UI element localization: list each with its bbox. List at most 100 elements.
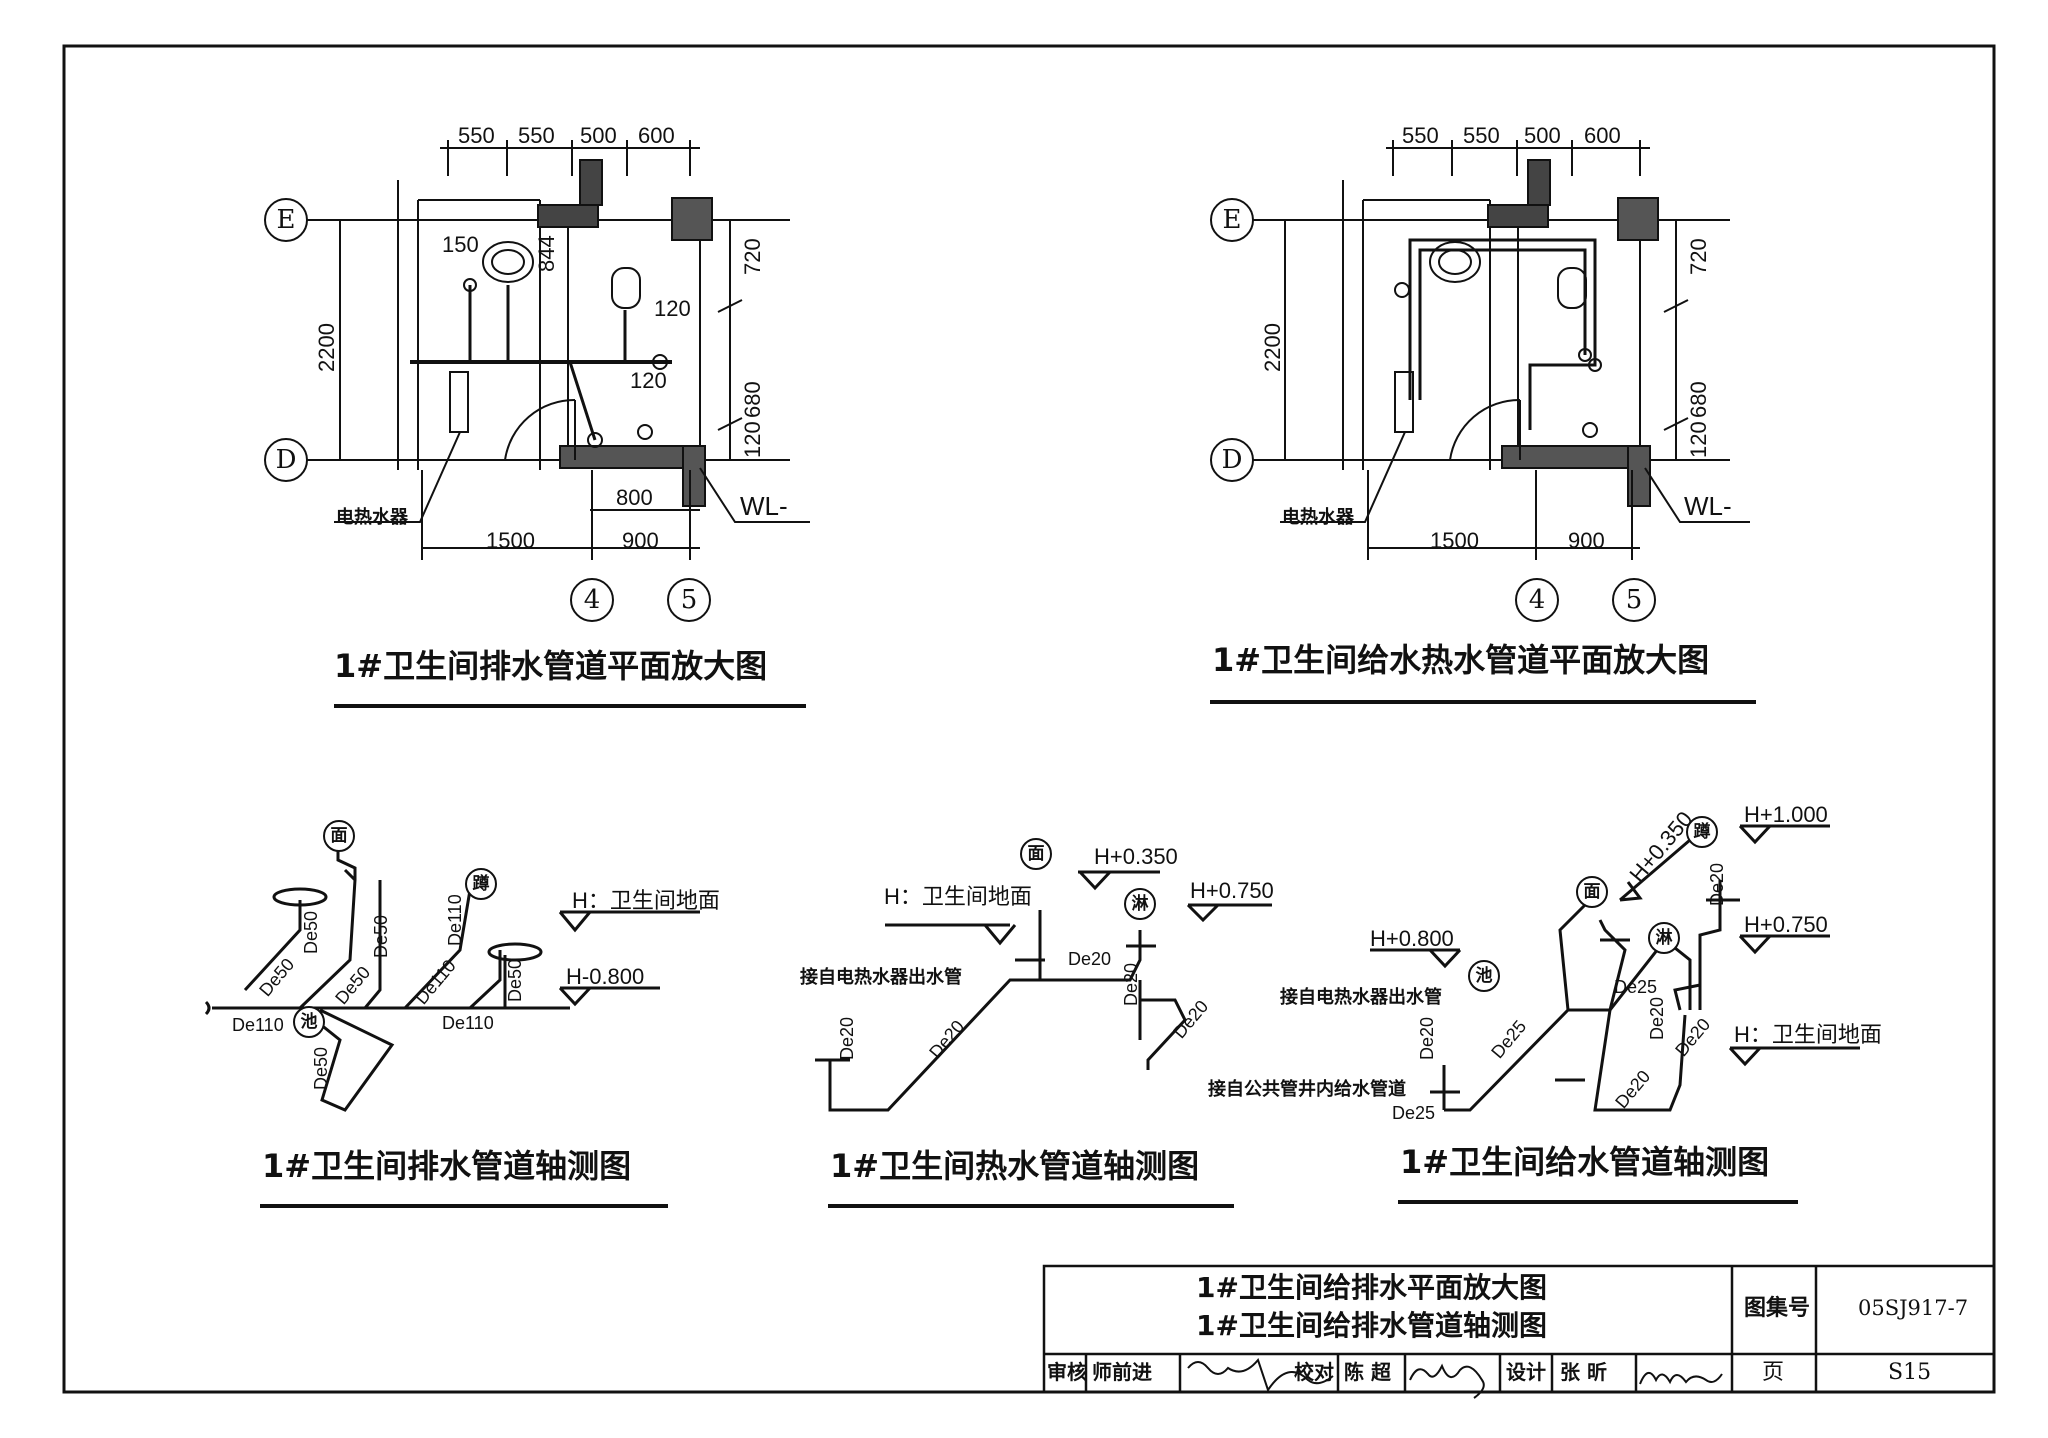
plan-supply-linework (1252, 140, 1750, 560)
iso-supply-source-shaft: 接自公共管井内给水管道 (1208, 1079, 1406, 1099)
plan-drainage-dim-120a: 120 (654, 296, 691, 321)
iso-drainage-pipe-de110-d: De110 (442, 1013, 494, 1033)
title-block-page-number: S15 (1888, 1360, 1932, 1385)
plan-supply-dim-900: 900 (1568, 528, 1605, 553)
sheet-border (62, 44, 1996, 1394)
plan-supply-dim-120: 120 (1686, 421, 1711, 458)
designer-signature (1639, 1372, 1723, 1385)
iso-drainage-pipe-de110-a: De110 (232, 1015, 284, 1035)
iso-hot-level-750: H+0.750 (1190, 878, 1274, 903)
plan-drainage-dim-844: 844 (534, 235, 559, 272)
iso-drainage-title: 1#卫生间排水管道轴测图 (262, 1147, 632, 1185)
title-block-design-label: 设计 (1506, 1360, 1546, 1384)
plan-supply-dim-680: 680 (1686, 381, 1711, 418)
iso-supply-level-800: H+0.800 (1370, 926, 1454, 951)
plan-drainage-heater-label: 电热水器 (336, 507, 408, 527)
iso-supply-level-1000: H+1.000 (1744, 802, 1828, 827)
iso-hot-fixture-basin: 面 (1020, 838, 1052, 870)
iso-drainage-level-minus: H-0.800 (566, 964, 645, 989)
iso-supply-fixture-squat: 蹲 (1686, 816, 1718, 848)
iso-supply-fixture-sink: 池 (1468, 960, 1500, 992)
plan-drainage-grid-d: D (264, 438, 308, 482)
reviewer-signature (1187, 1357, 1334, 1393)
plan-drainage-dim-1500: 1500 (486, 528, 535, 553)
iso-hot-level-floor: H：卫生间地面 (884, 884, 1032, 909)
plan-drainage-grid-5: 5 (667, 578, 711, 622)
title-block-line1: 1#卫生间给排水平面放大图 (1196, 1271, 1547, 1304)
iso-supply-pipe-de25-b: De25 (1614, 977, 1658, 997)
plan-drainage-dim-800: 800 (616, 485, 653, 510)
title-block-review-label: 审核 (1047, 1360, 1087, 1384)
iso-drainage-pipe-de50-f: De50 (311, 1046, 331, 1090)
plan-drainage-grid-e: E (264, 198, 308, 242)
plan-drainage-dim-680: 680 (740, 381, 765, 418)
title-block-check-label: 校对 (1294, 1360, 1334, 1384)
iso-drainage-pipe-de50-b: De50 (301, 910, 321, 954)
plan-supply-grid-d: D (1210, 438, 1254, 482)
plan-drainage-dim-top-2: 550 (518, 123, 555, 148)
iso-drainage-pipe-de50-d: De50 (371, 914, 391, 958)
iso-supply-pipe-de20-b: De20 (1647, 996, 1667, 1040)
title-block-atlas-label: 图集号 (1744, 1296, 1811, 1321)
iso-hot-fixture-shower: 淋 (1124, 888, 1156, 920)
plan-drainage-dim-900: 900 (622, 528, 659, 553)
plan-drainage-dim-150: 150 (442, 232, 479, 257)
title-block-designer: 张 昕 (1560, 1360, 1607, 1384)
iso-supply-level-750: H+0.750 (1744, 912, 1828, 937)
iso-hot-pipe-d: De20 (1121, 962, 1141, 1006)
iso-supply-title: 1#卫生间给水管道轴测图 (1400, 1143, 1770, 1181)
plan-supply-dim-2200: 2200 (1260, 323, 1285, 372)
iso-hot-pipe-a: De20 (837, 1016, 857, 1060)
plan-supply-dim-1500: 1500 (1430, 528, 1479, 553)
iso-drainage-fixture-squat: 蹲 (465, 868, 497, 900)
iso-supply-linework (1370, 824, 1860, 1112)
iso-drainage-linework (204, 840, 700, 1112)
iso-drainage-level-floor: H：卫生间地面 (572, 888, 720, 913)
plan-supply-stack-label: WL- (1684, 491, 1732, 521)
iso-supply-level-floor: H：卫生间地面 (1734, 1022, 1882, 1047)
plan-drainage-dim-720: 720 (740, 238, 765, 275)
title-block-line2: 1#卫生间给排水管道轴测图 (1196, 1309, 1547, 1342)
plan-supply-dim-top-1: 550 (1402, 123, 1439, 148)
plan-supply-dim-top-4: 600 (1584, 123, 1621, 148)
iso-supply-pipe-de20-e: De20 (1707, 862, 1727, 906)
iso-hot-source-label: 接自电热水器出水管 (800, 967, 962, 987)
title-block-frame (1042, 1264, 1996, 1394)
iso-supply-pipe-de20-a: De20 (1417, 1016, 1437, 1060)
plan-drainage-dim-top-4: 600 (638, 123, 675, 148)
iso-hot-title: 1#卫生间热水管道轴测图 (830, 1147, 1200, 1185)
title-block-atlas-number: 05SJ917-7 (1858, 1296, 1969, 1320)
title-block-reviewer: 师前进 (1092, 1360, 1152, 1384)
plan-supply-heater-label: 电热水器 (1282, 507, 1354, 527)
title-block-checker: 陈 超 (1344, 1360, 1391, 1384)
plan-drainage-dim-2200: 2200 (314, 323, 339, 372)
iso-supply-fixture-shower: 淋 (1648, 922, 1680, 954)
iso-supply-pipe-de25-c: De25 (1392, 1103, 1436, 1123)
plan-drainage-dim-top-1: 550 (458, 123, 495, 148)
checker-signature (1409, 1363, 1485, 1399)
iso-hot-pipe-c: De20 (1068, 949, 1112, 969)
plan-supply-dim-top-3: 500 (1524, 123, 1561, 148)
iso-supply-source-heater: 接自电热水器出水管 (1280, 987, 1442, 1007)
iso-supply-fixture-basin: 面 (1576, 876, 1608, 908)
plan-supply-dim-720: 720 (1686, 238, 1711, 275)
iso-hot-level-350: H+0.350 (1094, 844, 1178, 869)
title-block-page-label: 页 (1762, 1360, 1785, 1385)
plan-drainage-title: 1#卫生间排水管道平面放大图 (334, 647, 768, 685)
plan-supply-grid-e: E (1210, 198, 1254, 242)
plan-supply-dim-top-2: 550 (1463, 123, 1500, 148)
plan-drainage-linework (306, 140, 810, 560)
iso-drainage-fixture-sink: 池 (293, 1006, 325, 1038)
iso-hot-linework (815, 870, 1272, 1112)
plan-drainage-dim-top-3: 500 (580, 123, 617, 148)
plan-supply-title: 1#卫生间给水热水管道平面放大图 (1212, 641, 1710, 679)
iso-drainage-pipe-de110-b: De110 (445, 894, 465, 946)
plan-supply-grid-5: 5 (1612, 578, 1656, 622)
plan-drainage-dim-120c: 120 (740, 421, 765, 458)
plan-drainage-dim-120b: 120 (630, 368, 667, 393)
plan-supply-grid-4: 4 (1515, 578, 1559, 622)
iso-drainage-pipe-de50-e: De50 (505, 958, 525, 1002)
iso-drainage-fixture-basin: 面 (323, 820, 355, 852)
plan-drainage-stack-label: WL- (740, 491, 788, 521)
